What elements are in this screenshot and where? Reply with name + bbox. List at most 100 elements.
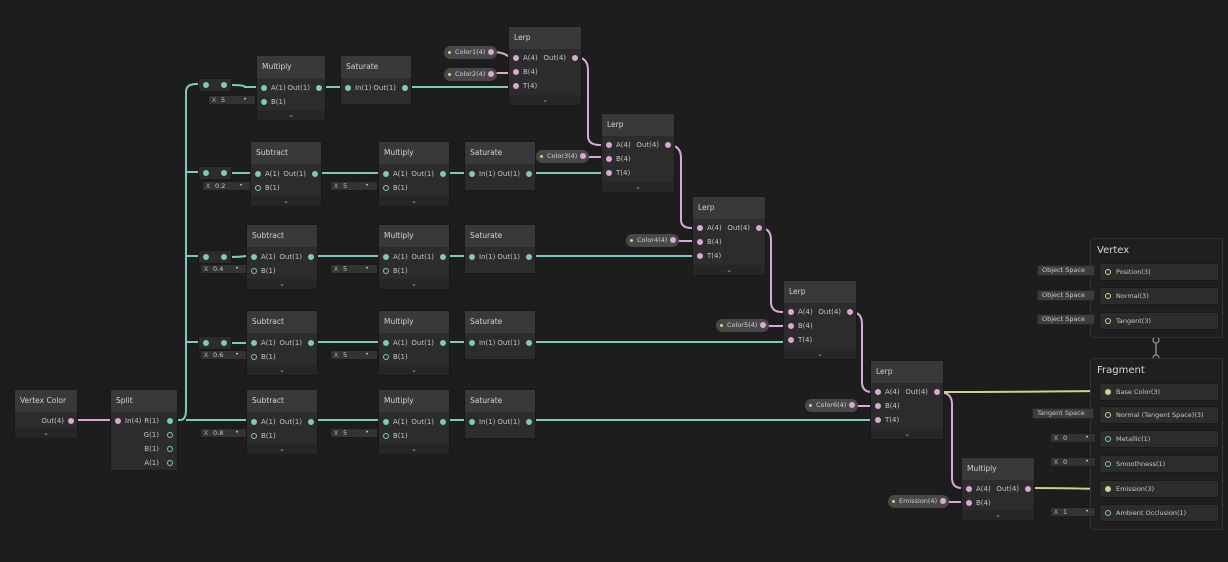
multiply-node-emission[interactable]: Multiply A(4) B(4) Out(4) ⌄ <box>961 457 1035 521</box>
input-port[interactable] <box>1105 436 1111 442</box>
block-ambient-occlusion[interactable]: Ambient Occlusion(1) <box>1099 504 1219 522</box>
input-port[interactable] <box>383 185 389 191</box>
subtract-node[interactable]: Subtract A(1) B(1) Out(1) ⌄ <box>246 224 318 290</box>
block-emission[interactable]: Emission(3) <box>1099 480 1219 498</box>
input-port[interactable] <box>383 354 389 360</box>
input-port[interactable] <box>261 85 267 91</box>
lerp-node-5[interactable]: Lerp A(4) B(4) T(4) Out(4) ⌄ <box>870 360 944 440</box>
output-port[interactable] <box>402 85 408 91</box>
input-port[interactable] <box>251 254 257 260</box>
expand-chevron-icon[interactable]: ⌄ <box>379 444 449 454</box>
input-port[interactable] <box>251 354 257 360</box>
expand-chevron-icon[interactable]: ⌄ <box>247 365 317 375</box>
input-port[interactable] <box>383 340 389 346</box>
input-port[interactable] <box>383 419 389 425</box>
subtract-node[interactable]: Subtract A(1) B(1) Out(1) ⌄ <box>250 141 322 207</box>
expand-chevron-icon[interactable]: ⌄ <box>871 429 943 439</box>
expand-chevron-icon[interactable]: ⌄ <box>693 265 765 275</box>
lerp-node-3[interactable]: Lerp A(4) B(4) T(4) Out(4) ⌄ <box>692 196 766 276</box>
input-port[interactable] <box>203 170 209 176</box>
object-space-dropdown[interactable]: Object Space <box>1037 290 1095 301</box>
output-port[interactable] <box>312 171 318 177</box>
input-port[interactable] <box>513 83 519 89</box>
expand-chevron-icon[interactable]: ⌄ <box>379 196 449 206</box>
output-port[interactable] <box>526 419 532 425</box>
output-port[interactable] <box>221 254 227 260</box>
lerp-node-4[interactable]: Lerp A(4) B(4) T(4) Out(4) ⌄ <box>783 280 857 360</box>
emission-property[interactable]: Emission(4) <box>888 495 950 508</box>
input-port[interactable] <box>469 254 475 260</box>
object-space-dropdown[interactable]: Object Space <box>1037 314 1095 325</box>
output-port[interactable] <box>167 460 173 466</box>
output-port[interactable] <box>670 237 677 243</box>
expand-chevron-icon[interactable]: ⌄ <box>602 182 674 192</box>
output-port[interactable] <box>221 82 227 88</box>
input-port[interactable] <box>1105 389 1111 395</box>
input-port[interactable] <box>251 340 257 346</box>
expand-chevron-icon[interactable]: ⌄ <box>247 279 317 289</box>
split-node[interactable]: Split In(4) R(1) G(1) B(1) A(1) <box>110 389 178 471</box>
output-port[interactable] <box>849 402 856 408</box>
lerp-node-1[interactable]: Lerp A(4) B(4) T(4) Out(4) ⌄ <box>508 26 582 106</box>
block-base-color[interactable]: Base Color(3) <box>1099 383 1219 401</box>
input-port[interactable] <box>383 171 389 177</box>
vertex-context[interactable]: Vertex Position(3) Normal(3) Tangent(3) <box>1090 238 1223 338</box>
output-port[interactable] <box>760 322 767 328</box>
output-port[interactable] <box>308 419 314 425</box>
input-port[interactable] <box>383 433 389 439</box>
output-port[interactable] <box>68 418 74 424</box>
block-tangent[interactable]: Tangent(3) <box>1099 312 1219 330</box>
input-port[interactable] <box>513 55 519 61</box>
input-port[interactable] <box>251 433 257 439</box>
fragment-context[interactable]: Fragment Base Color(3) Normal (Tangent S… <box>1090 358 1223 530</box>
input-port[interactable] <box>469 340 475 346</box>
input-port[interactable] <box>788 337 794 343</box>
input-port[interactable] <box>606 156 612 162</box>
color2-property[interactable]: Color2(4) <box>444 68 498 81</box>
input-port[interactable] <box>875 403 881 409</box>
multiply-node[interactable]: Multiply A(1) B(1) Out(1) ⌄ <box>256 55 326 121</box>
output-port[interactable] <box>526 254 532 260</box>
expand-chevron-icon[interactable]: ⌄ <box>509 95 581 105</box>
redirect-node[interactable] <box>198 250 232 264</box>
color3-property[interactable]: Color3(4) <box>536 150 590 163</box>
output-port[interactable] <box>167 418 173 424</box>
lerp-node-2[interactable]: Lerp A(4) B(4) T(4) Out(4) ⌄ <box>601 113 675 193</box>
output-port[interactable] <box>308 340 314 346</box>
saturate-node[interactable]: Saturate In(1) Out(1) <box>464 141 536 191</box>
input-port[interactable] <box>697 225 703 231</box>
saturate-node[interactable]: Saturate In(1) Out(1) <box>464 389 536 439</box>
input-port[interactable] <box>875 417 881 423</box>
color5-property[interactable]: Color5(4) <box>716 319 770 332</box>
output-port[interactable] <box>940 498 947 504</box>
input-port[interactable] <box>251 268 257 274</box>
input-port[interactable] <box>203 82 209 88</box>
color4-property[interactable]: Color4(4) <box>626 234 680 247</box>
redirect-node[interactable] <box>198 78 232 92</box>
expand-chevron-icon[interactable]: ⌄ <box>247 444 317 454</box>
vertex-color-node[interactable]: Vertex Color Out(4) ⌄ <box>14 389 78 439</box>
color6-property[interactable]: Color6(4) <box>805 399 859 412</box>
expand-chevron-icon[interactable]: ⌄ <box>962 510 1034 520</box>
expand-chevron-icon[interactable]: ⌄ <box>379 279 449 289</box>
output-port[interactable] <box>440 171 446 177</box>
input-port[interactable] <box>1105 318 1111 324</box>
input-port[interactable] <box>345 85 351 91</box>
input-port[interactable] <box>1105 510 1111 516</box>
expand-chevron-icon[interactable]: ⌄ <box>379 365 449 375</box>
output-port[interactable] <box>221 170 227 176</box>
input-port[interactable] <box>115 418 121 424</box>
output-port[interactable] <box>167 432 173 438</box>
expand-chevron-icon[interactable]: ⌄ <box>784 349 856 359</box>
redirect-node[interactable] <box>198 166 232 180</box>
multiply-node[interactable]: Multiply A(1) B(1) Out(1) ⌄ <box>378 389 450 455</box>
